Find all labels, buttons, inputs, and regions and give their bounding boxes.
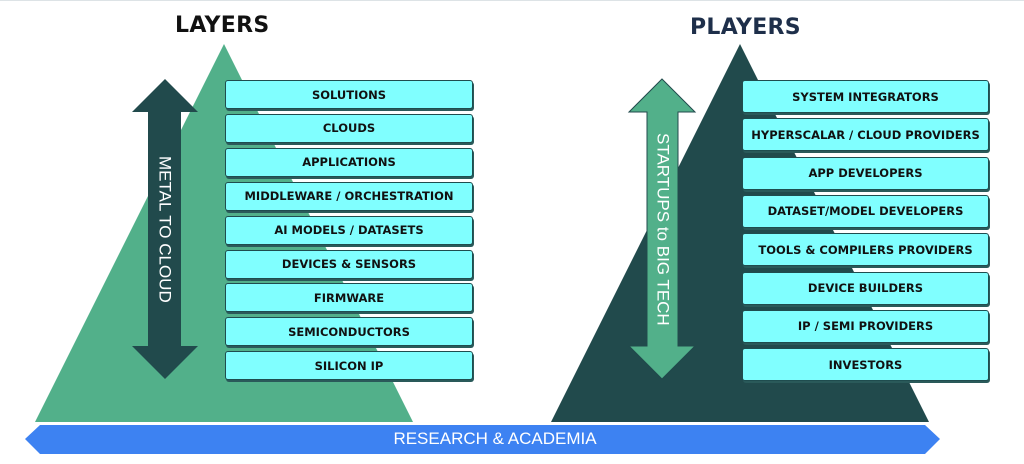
player-box: HYPERSCALAR / CLOUD PROVIDERS	[742, 118, 989, 152]
startups-to-big-tech-arrow	[627, 78, 697, 380]
layer-box: CLOUDS	[225, 113, 473, 143]
metal-to-cloud-label: METAL TO CLOUD	[155, 155, 175, 303]
player-box: APP DEVELOPERS	[742, 156, 989, 190]
layer-box: FIRMWARE	[225, 283, 473, 313]
player-box: IP / SEMI PROVIDERS	[742, 309, 989, 343]
player-box: DATASET/MODEL DEVELOPERS	[742, 194, 989, 228]
players-title: PLAYERS	[690, 15, 801, 40]
layer-box: MIDDLEWARE / ORCHESTRATION	[225, 181, 473, 211]
startups-to-big-tech-label: STARTUPS to BIG TECH	[653, 132, 673, 326]
layer-box: APPLICATIONS	[225, 147, 473, 177]
layer-box: SILICON IP	[225, 351, 473, 381]
layer-box: SEMICONDUCTORS	[225, 317, 473, 347]
research-academia-label: RESEARCH & ACADEMIA	[393, 429, 597, 448]
player-box: TOOLS & COMPILERS PROVIDERS	[742, 233, 989, 267]
player-box: DEVICE BUILDERS	[742, 271, 989, 305]
player-box: SYSTEM INTEGRATORS	[742, 80, 989, 113]
layer-box: DEVICES & SENSORS	[225, 249, 473, 279]
layer-box: AI MODELS / DATASETS	[225, 215, 473, 245]
research-academia-banner	[25, 425, 940, 454]
player-box: INVESTORS	[742, 348, 989, 382]
metal-to-cloud-arrow	[132, 79, 198, 379]
layer-box: SOLUTIONS	[225, 80, 473, 109]
layers-title: LAYERS	[175, 13, 270, 38]
